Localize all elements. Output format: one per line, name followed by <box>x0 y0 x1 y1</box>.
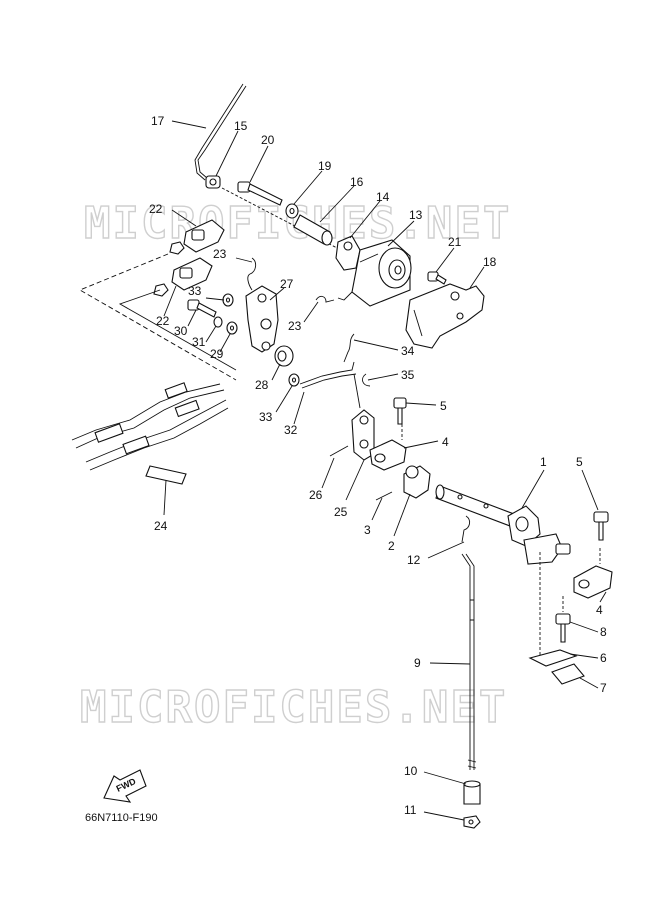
callout-24: 24 <box>154 519 168 533</box>
part-16-collar <box>293 214 333 246</box>
part-32-link <box>299 361 361 409</box>
callout-6: 6 <box>600 651 607 665</box>
callout-33-upper: 33 <box>188 284 202 298</box>
callout-4-upper: 4 <box>442 435 449 449</box>
callout-20: 20 <box>261 133 275 147</box>
watermark-bottom: MICROFICHES.NET <box>80 682 507 733</box>
diagram-code: 66N7110-F190 <box>85 812 158 824</box>
callout-23-upper: 23 <box>213 247 227 261</box>
callout-25: 25 <box>334 505 348 519</box>
callout-21: 21 <box>448 235 462 249</box>
callout-26: 26 <box>309 488 323 502</box>
callout-13: 13 <box>409 208 423 222</box>
part-30-bolt <box>187 299 217 318</box>
callout-27: 27 <box>280 277 294 291</box>
callout-1: 1 <box>540 455 547 469</box>
part-10-nut <box>463 780 481 805</box>
part-25-arm <box>351 409 375 461</box>
part-27-lever <box>245 285 279 353</box>
part-3-pin <box>375 491 393 501</box>
callout-14: 14 <box>376 190 390 204</box>
part-5-upper-bolt <box>393 397 407 425</box>
part-11-nut <box>463 815 481 829</box>
nut-upper <box>169 241 185 255</box>
callout-5-upper: 5 <box>440 399 447 413</box>
part-12-clip <box>461 515 471 543</box>
part-26-pin <box>329 445 349 457</box>
callout-10: 10 <box>404 764 418 778</box>
nut-lower <box>153 283 169 297</box>
callout-15: 15 <box>234 119 248 133</box>
part-22-upper-joint <box>183 219 225 253</box>
part-5-right-bolt <box>593 511 609 541</box>
part-17-rod <box>194 83 247 181</box>
fwd-arrow-icon: FWD <box>103 769 147 803</box>
part-15-joint <box>205 175 221 189</box>
callout-29: 29 <box>210 347 224 361</box>
part-22-lower-joint <box>171 257 213 291</box>
callout-2: 2 <box>388 539 395 553</box>
callout-7: 7 <box>600 681 607 695</box>
part-21-bolt <box>427 271 447 285</box>
callout-17: 17 <box>151 114 165 128</box>
part-18-plate <box>405 283 485 349</box>
part-2-joint <box>403 465 431 499</box>
callout-23-lower: 23 <box>288 319 302 333</box>
callout-11: 11 <box>404 803 417 817</box>
part-7-plate <box>551 663 585 685</box>
control-cables <box>71 253 237 471</box>
callout-16: 16 <box>350 175 364 189</box>
callout-22-upper: 22 <box>149 202 163 216</box>
part-8-bolt <box>555 613 571 643</box>
part-9-rod <box>461 553 477 770</box>
part-6-plate <box>528 649 578 667</box>
callout-19: 19 <box>318 159 332 173</box>
callout-22-lower: 22 <box>156 314 170 328</box>
part-28-bushing <box>274 345 294 367</box>
part-4-upper-clamp <box>369 439 407 471</box>
part-33-lower-washer <box>288 373 300 387</box>
part-24-tag <box>145 465 187 485</box>
callout-3: 3 <box>364 523 371 537</box>
callouts: 17 15 20 19 16 14 13 21 18 22 23 27 33 2… <box>149 114 607 821</box>
part-23-upper-clip <box>247 257 257 291</box>
part-20-bolt <box>237 181 283 206</box>
part-33-upper-washer <box>222 293 234 307</box>
callout-9: 9 <box>414 656 421 670</box>
callout-33-lower: 33 <box>259 410 273 424</box>
callout-8: 8 <box>600 625 607 639</box>
part-34-clip <box>343 333 355 363</box>
part-4-right-clamp <box>573 565 613 599</box>
part-1-shaft <box>435 484 571 565</box>
part-19-washer <box>285 203 299 219</box>
callout-32: 32 <box>284 423 298 437</box>
part-23-lower-clip <box>315 295 335 303</box>
callout-12: 12 <box>407 553 421 567</box>
callout-4-right: 4 <box>596 603 603 617</box>
callout-30: 30 <box>174 324 188 338</box>
callout-34: 34 <box>401 344 415 358</box>
part-35-clip <box>362 373 371 387</box>
callout-31: 31 <box>192 335 206 349</box>
callout-28: 28 <box>255 378 269 392</box>
callout-18: 18 <box>483 255 497 269</box>
callout-35: 35 <box>401 368 415 382</box>
callout-5-right: 5 <box>576 455 583 469</box>
part-31-washer <box>213 316 223 328</box>
part-13-drum <box>337 239 412 307</box>
part-29-washer <box>226 321 238 335</box>
